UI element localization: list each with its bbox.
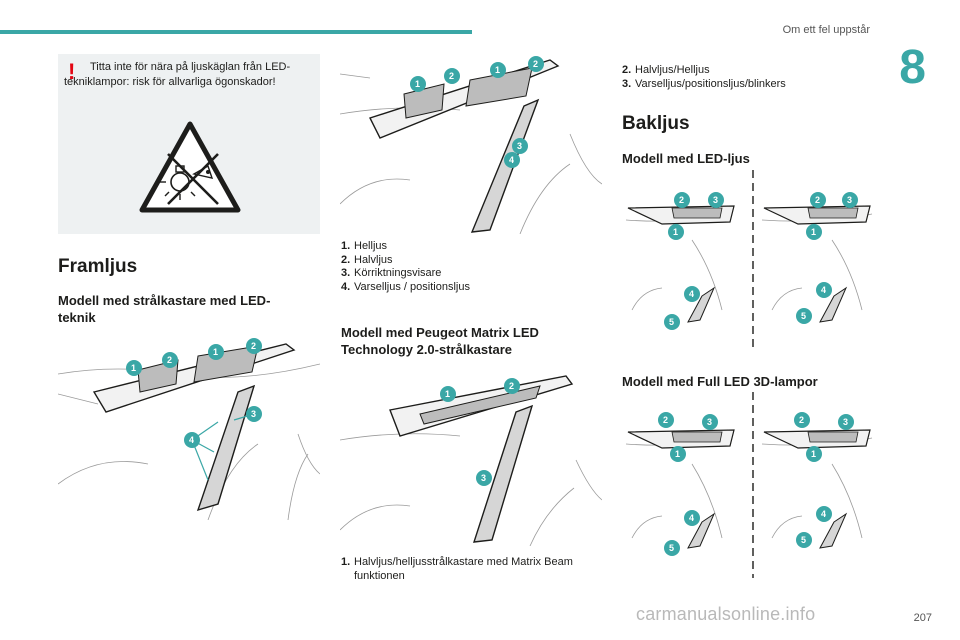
heading-framljus: Framljus [58, 256, 138, 277]
callout: 2 [533, 59, 538, 69]
callout: 3 [707, 417, 712, 427]
figure-rear-led: 2 3 1 4 5 2 3 1 4 5 [622, 170, 884, 350]
callout: 5 [669, 543, 674, 553]
list-item: 1.Helljus [341, 240, 388, 252]
header-accent-bar [0, 30, 472, 34]
list-item: 3.Körriktningsvisare [341, 267, 442, 279]
list-item: 2.Halvljus/Helljus [622, 64, 710, 76]
warning-box: ! Titta inte för nära på ljuskäglan från… [58, 54, 320, 234]
warning-text: Titta inte för nära på ljuskäglan från L… [64, 61, 291, 88]
page-number: 207 [913, 612, 932, 624]
watermark: carmanualsonline.info [636, 604, 816, 624]
callout: 3 [847, 195, 852, 205]
callout: 3 [481, 473, 486, 483]
heading-model-matrix: Modell med Peugeot Matrix LED Technology… [341, 325, 539, 357]
callout: 3 [843, 417, 848, 427]
callout: 4 [821, 509, 826, 519]
callout: 5 [801, 535, 806, 545]
callout: 4 [821, 285, 826, 295]
callout: 2 [815, 195, 820, 205]
callout: 3 [251, 409, 256, 419]
figure-headlight-top: 1 2 1 2 3 4 [340, 54, 602, 234]
callout: 2 [679, 195, 684, 205]
callout: 2 [167, 355, 172, 365]
legend-top: 1.Helljus 2.Halvljus 3.Körriktningsvisar… [341, 240, 603, 294]
callout: 5 [669, 317, 674, 327]
callout: 1 [495, 65, 500, 75]
callout: 4 [189, 435, 194, 445]
warning-mark: ! [68, 59, 76, 84]
heading-rear-full-led: Modell med Full LED 3D-lampor [622, 374, 818, 389]
section-title: Om ett fel uppstår [782, 24, 870, 36]
no-looking-at-light-icon [139, 121, 241, 213]
list-item: 4.Varselljus / positionsljus [341, 280, 470, 293]
callout: 1 [213, 347, 218, 357]
callout-group: 1 2 1 2 3 4 [126, 338, 262, 448]
callout: 1 [415, 79, 420, 89]
callout: 3 [713, 195, 718, 205]
chapter-number: 8 [899, 41, 926, 94]
callout-group: 1 2 3 [440, 378, 520, 486]
callout-group: 1 2 1 2 3 4 [410, 56, 544, 168]
callout: 1 [445, 389, 450, 399]
callout: 2 [663, 415, 668, 425]
callout: 4 [689, 289, 694, 299]
list-item: 3.Varselljus/positionsljus/blinkers [622, 77, 786, 90]
callout: 2 [799, 415, 804, 425]
callout: 1 [811, 227, 816, 237]
heading-rear-led: Modell med LED-ljus [622, 151, 750, 166]
legend-matrix: 1.Halvljus/helljusstrålkastare med Matri… [341, 556, 603, 583]
heading-bakljus: Bakljus [622, 113, 690, 134]
callout: 5 [801, 311, 806, 321]
callout-group: 2 3 1 4 5 2 3 1 4 5 [658, 412, 854, 556]
heading-model-led: Modell med strålkastare med LED-teknik [58, 293, 271, 325]
callout: 4 [509, 155, 514, 165]
callout: 2 [251, 341, 256, 351]
figure-rear-full-led: 2 3 1 4 5 2 3 1 4 5 [622, 392, 884, 578]
figure-led-headlight: 1 2 1 2 3 4 [58, 334, 320, 520]
callout: 1 [673, 227, 678, 237]
callout: 1 [131, 363, 136, 373]
callout: 1 [811, 449, 816, 459]
callout-group: 2 3 1 4 5 2 3 1 4 5 [664, 192, 858, 330]
callout: 4 [689, 513, 694, 523]
legend-right: 2.Halvljus/Helljus 3.Varselljus/position… [622, 64, 884, 91]
callout: 3 [517, 141, 522, 151]
list-item: 1.Halvljus/helljusstrålkastare med Matri… [341, 556, 573, 582]
list-item: 2.Halvljus [341, 253, 393, 266]
callout: 1 [675, 449, 680, 459]
figure-matrix-headlight: 1 2 3 [340, 370, 602, 546]
callout: 2 [509, 381, 514, 391]
callout: 2 [449, 71, 454, 81]
